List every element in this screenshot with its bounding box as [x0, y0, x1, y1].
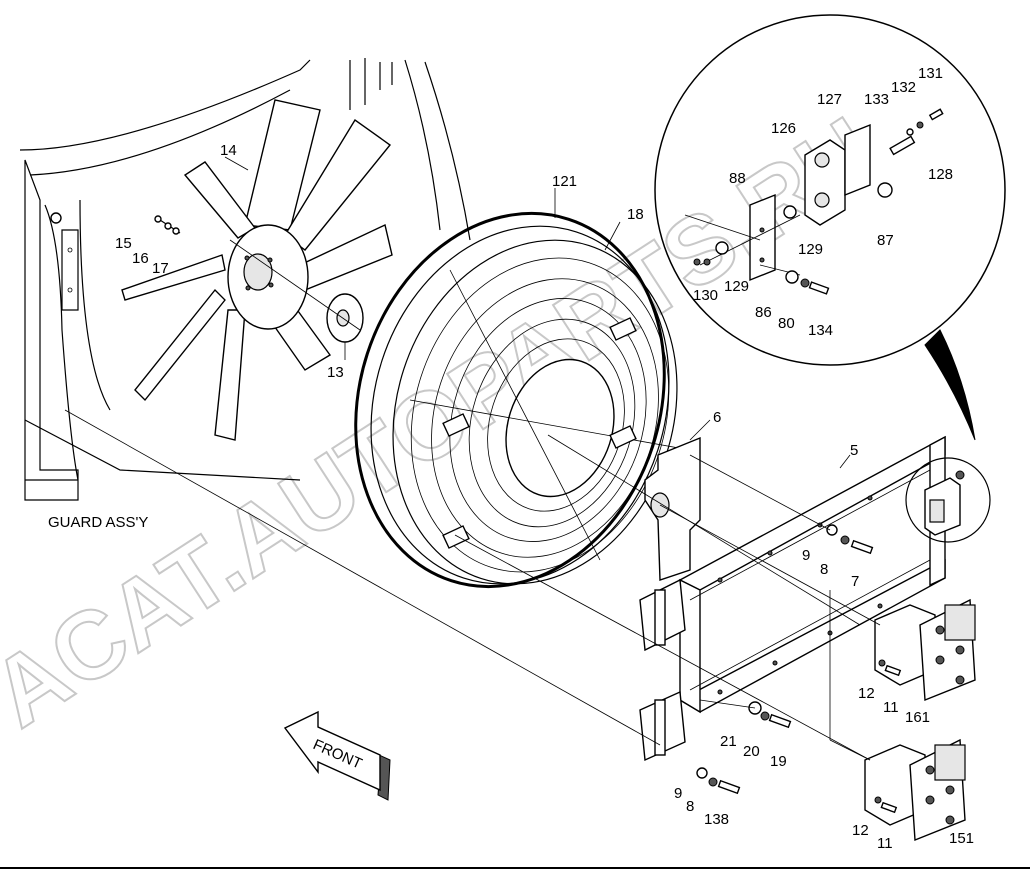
callout-11-upper: 11: [883, 699, 899, 716]
hinge-upper: [639, 578, 686, 652]
callout-88: 88: [729, 170, 746, 187]
callout-129-right: 129: [798, 241, 823, 258]
fan-bolt-set: [154, 215, 181, 235]
fastener-set-11-12-lower: [874, 796, 898, 814]
callout-20: 20: [743, 743, 760, 760]
callout-138: 138: [704, 811, 729, 828]
callout-128: 128: [928, 166, 953, 183]
callout-131: 131: [918, 65, 943, 82]
callout-126: 126: [771, 120, 796, 137]
callout-121: 121: [552, 173, 577, 190]
callout-129-left: 129: [724, 278, 749, 295]
fan-shroud: [19, 58, 471, 501]
callout-19: 19: [770, 753, 787, 770]
callout-12-upper: 12: [858, 685, 875, 702]
callout-18: 18: [627, 206, 644, 223]
fan-spacer: [326, 293, 364, 343]
callout-9-upper: 9: [802, 547, 810, 564]
fastener-set-138: [696, 767, 741, 795]
hydraulic-motor-upper: [874, 598, 976, 702]
callout-21: 21: [720, 733, 737, 750]
callout-13: 13: [327, 364, 344, 381]
callout-133: 133: [864, 91, 889, 108]
callout-161: 161: [905, 709, 930, 726]
callout-151: 151: [949, 830, 974, 847]
hinge-lower: [639, 690, 686, 762]
detail-inset: [654, 14, 1006, 543]
callout-5: 5: [850, 442, 858, 459]
fastener-set-7-8-9: [826, 524, 874, 555]
callout-127: 127: [817, 91, 842, 108]
fastener-set-11-12-upper: [878, 659, 902, 677]
hydraulic-motor-lower: [864, 738, 966, 842]
callout-11-lower: 11: [877, 835, 893, 852]
callout-6: 6: [713, 409, 721, 426]
fan-guard-ring: [354, 211, 691, 589]
front-direction-arrow: FRONT: [283, 710, 391, 801]
callout-9-lower: 9: [674, 785, 682, 802]
callout-16: 16: [132, 250, 149, 267]
callout-14: 14: [220, 142, 237, 159]
callout-132: 132: [891, 79, 916, 96]
callout-labels: 14 15 16 17 13 121 18 6 5 9 8 7 12 11 16…: [115, 65, 974, 852]
callout-17: 17: [152, 260, 169, 277]
assembly-lines: [64, 156, 881, 761]
callout-12-lower: 12: [852, 822, 869, 839]
callout-80: 80: [778, 315, 795, 332]
callout-15: 15: [115, 235, 132, 252]
callout-130: 130: [693, 287, 718, 304]
callout-86: 86: [755, 304, 772, 321]
callout-134: 134: [808, 322, 833, 339]
bracket: [644, 436, 701, 581]
callout-8-lower: 8: [686, 798, 694, 815]
callout-8-upper: 8: [820, 561, 828, 578]
callout-87: 87: [877, 232, 894, 249]
callout-7: 7: [851, 573, 859, 590]
cooling-fan: [121, 99, 393, 441]
guard-assembly-label: GUARD ASS'Y: [48, 514, 148, 531]
